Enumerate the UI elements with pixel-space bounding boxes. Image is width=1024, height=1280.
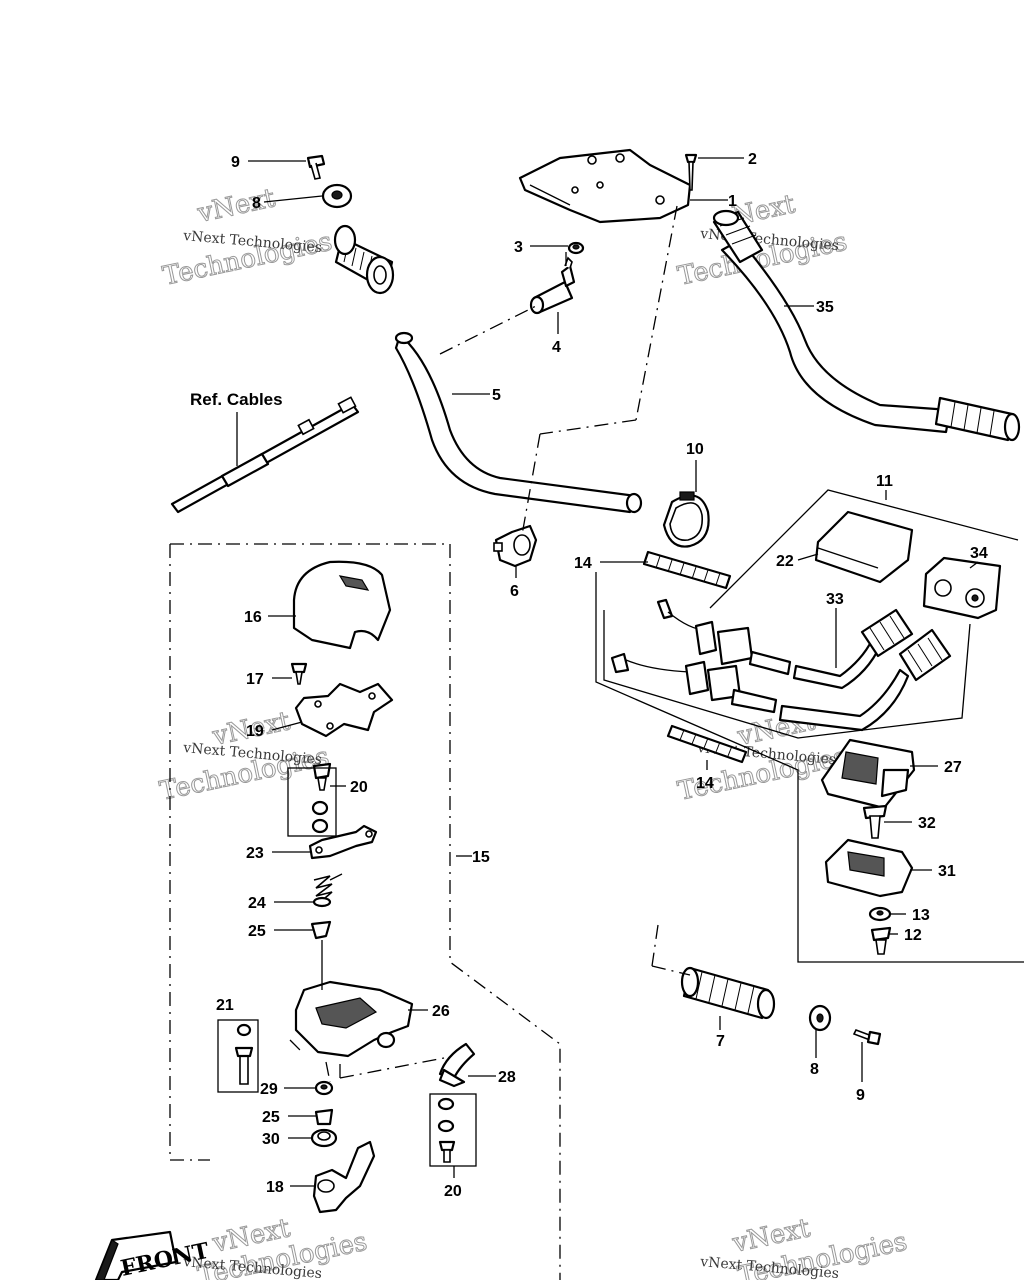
callout-12: 12 <box>904 927 922 944</box>
callout-29: 29 <box>260 1081 278 1098</box>
lever-18 <box>312 1140 376 1214</box>
callout-25-bottom: 25 <box>262 1109 280 1126</box>
spring-24 <box>312 873 343 908</box>
callout-2: 2 <box>748 151 757 168</box>
callout-24: 24 <box>248 895 266 912</box>
front-direction-badge: FRONT <box>94 1230 212 1280</box>
callout-31: 31 <box>938 863 956 880</box>
callout-25-top: 25 <box>248 923 266 940</box>
screw-set-20-top <box>287 762 337 837</box>
callout-13: 13 <box>912 907 930 924</box>
callout-14-top: 14 <box>574 555 592 572</box>
ball-25-top <box>310 920 332 940</box>
screw-set-20-bottom <box>429 1093 477 1167</box>
housing-34 <box>922 556 1002 620</box>
assembly-15-outline <box>169 543 561 1280</box>
callout-27: 27 <box>944 759 962 776</box>
weight-8-top <box>321 183 353 209</box>
callout-33: 33 <box>826 591 844 608</box>
mount-bracket-1 <box>518 148 692 224</box>
clamp-6 <box>493 524 538 568</box>
spring-seat-30 <box>310 1128 338 1148</box>
callout-35: 35 <box>816 299 834 316</box>
callout-11: 11 <box>876 473 893 490</box>
washer-29 <box>314 1080 334 1096</box>
contact-plate-23 <box>308 824 378 860</box>
left-grip-top <box>333 224 395 295</box>
screw-9-bottom <box>852 1028 882 1046</box>
tube-14-top <box>642 550 732 590</box>
callout-17: 17 <box>246 671 264 688</box>
cable-guide-28 <box>438 1042 476 1088</box>
callout-8-top: 8 <box>252 195 261 212</box>
callout-26: 26 <box>432 1003 450 1020</box>
handlebar-5 <box>394 331 643 514</box>
switch-base-31 <box>824 838 914 898</box>
callout-4: 4 <box>552 339 561 356</box>
callout-32: 32 <box>918 815 936 832</box>
watermark-top-left: vNext Technologies vNext Technologies <box>160 183 336 293</box>
leader-lines <box>248 157 979 1187</box>
callout-34: 34 <box>970 545 988 562</box>
screw-12 <box>870 926 892 955</box>
gasket-19 <box>294 682 394 738</box>
switch-housing-27 <box>820 738 916 810</box>
callout-19: 19 <box>246 723 264 740</box>
switch-body-26 <box>294 940 414 1058</box>
callout-16: 16 <box>244 609 262 626</box>
bolt-2 <box>684 153 698 191</box>
callout-14-bottom: 14 <box>696 775 714 792</box>
watermark-bottom-left: vNext Technologies vNext Technologies <box>182 1213 371 1280</box>
grip-7 <box>680 966 776 1020</box>
screw-9-top <box>306 154 326 180</box>
callout-10: 10 <box>686 441 704 458</box>
pad-22 <box>814 510 914 584</box>
callout-3: 3 <box>514 239 523 256</box>
callout-30: 30 <box>262 1131 280 1148</box>
ball-25-bottom <box>314 1108 334 1126</box>
callout-5: 5 <box>492 387 501 404</box>
hose-clamp-10 <box>662 491 710 548</box>
callout-15: 15 <box>472 849 490 866</box>
washer-3 <box>567 241 585 255</box>
callout-1: 1 <box>728 193 737 210</box>
callout-6: 6 <box>510 583 519 600</box>
svg-text:vNext: vNext <box>194 183 278 229</box>
screw-set-21 <box>217 1019 259 1093</box>
callout-21: 21 <box>216 997 234 1014</box>
switch-cover-16 <box>292 560 392 650</box>
washer-13 <box>868 906 892 922</box>
callout-9-bottom: 9 <box>856 1087 865 1104</box>
callout-18: 18 <box>266 1179 284 1196</box>
screw-17 <box>290 662 308 685</box>
callout-23: 23 <box>246 845 264 862</box>
callout-9-top: 9 <box>231 154 240 171</box>
watermark-bottom-right: vNext Technologies vNext Technologies <box>699 1213 911 1280</box>
callout-28: 28 <box>498 1069 516 1086</box>
ref-cables-label: Ref. Cables <box>190 390 283 409</box>
screw-32 <box>862 804 888 839</box>
callout-22: 22 <box>776 553 794 570</box>
callout-20-top: 20 <box>350 779 368 796</box>
callout-8-bottom: 8 <box>810 1061 819 1078</box>
weight-8-bottom <box>808 1004 832 1032</box>
tube-14-bottom <box>666 724 748 764</box>
assembly-11-outline <box>595 489 1024 963</box>
right-handlebar-35 <box>712 209 1021 442</box>
wiring-harness-33 <box>610 598 952 732</box>
callout-20-bottom: 20 <box>444 1183 462 1200</box>
fitting-4 <box>529 256 576 315</box>
ref-cable <box>170 396 360 514</box>
callout-7: 7 <box>716 1033 725 1050</box>
assembly-dashed-lines <box>289 205 691 1083</box>
callout-labels: 9 8 2 1 3 4 5 6 35 10 11 14 22 34 33 16 … <box>190 151 988 1200</box>
